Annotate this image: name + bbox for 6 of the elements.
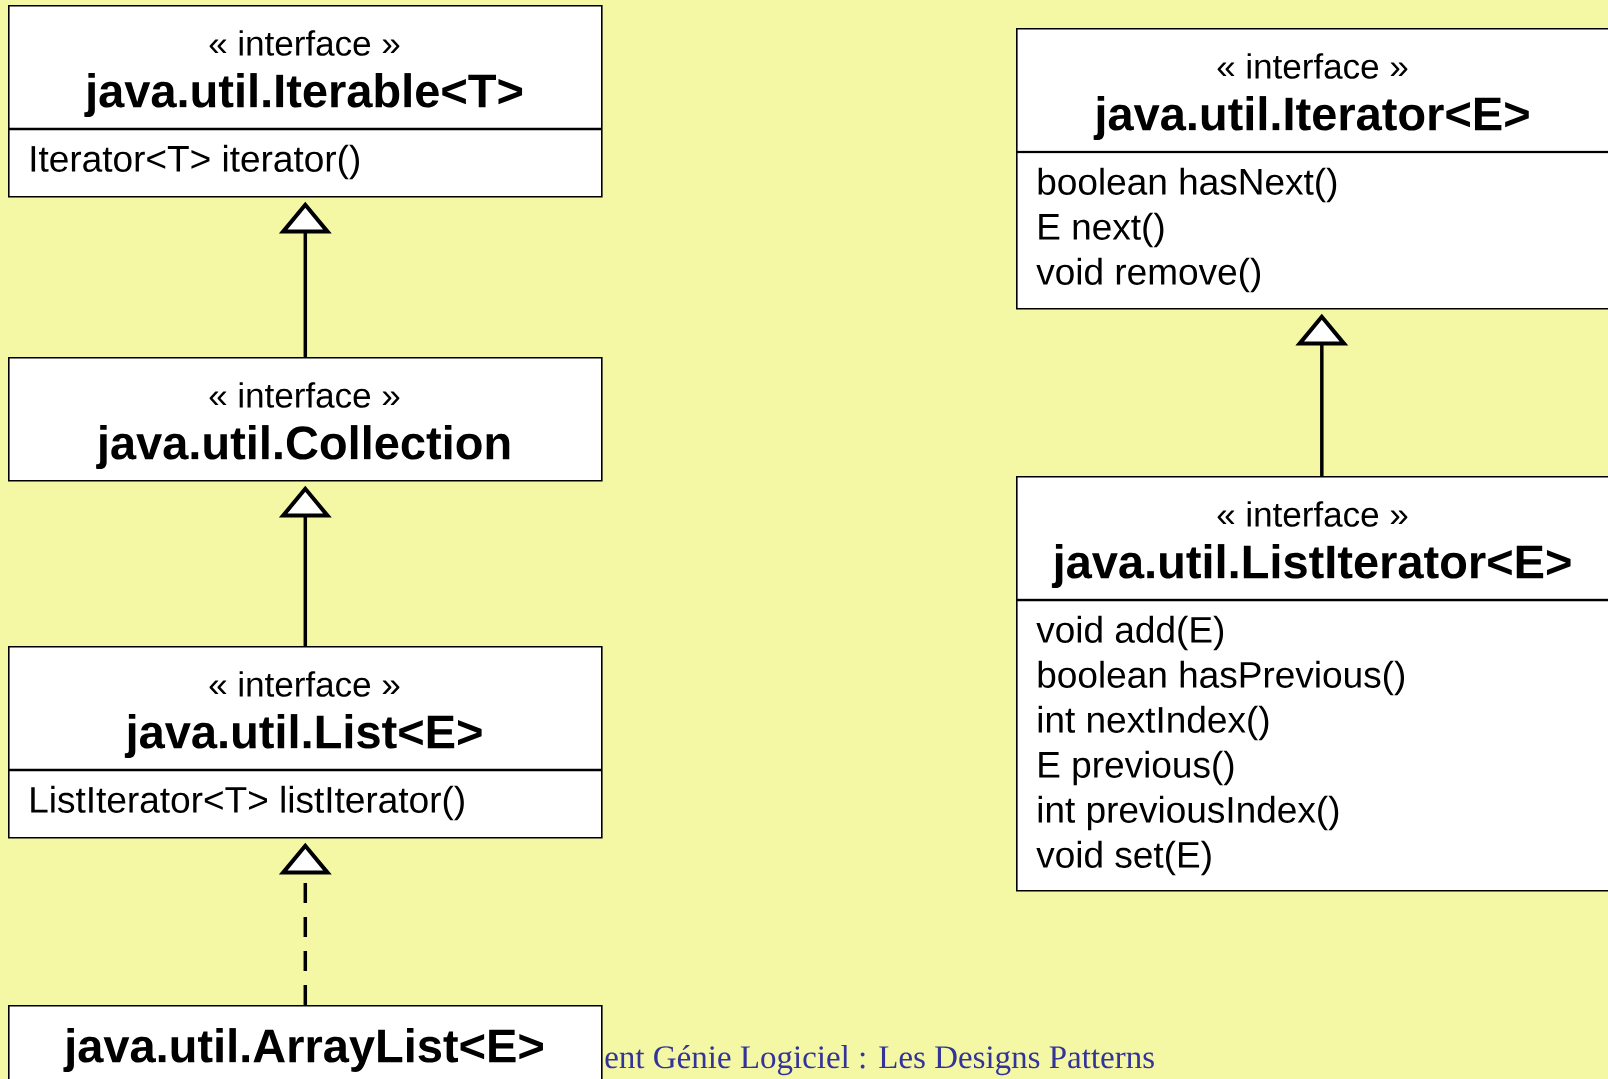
class-box: « interface » java.util.Collection bbox=[8, 357, 603, 482]
class-box: java.util.ArrayList<E> bbox=[8, 1005, 603, 1079]
class-box: « interface » java.util.Iterator<E> boolean hasNext() E next() void remove() bbox=[1016, 28, 1608, 310]
class-box: « interface » java.util.List<E> ListIterator<T> listIterator() bbox=[8, 646, 603, 839]
class-box: « interface » java.util.Iterable<T> Iterator<T> iterator() bbox=[8, 5, 603, 198]
class-box: « interface » java.util.ListIterator<E> void add(E) boolean hasPrevious() int nextIndex() E previous() int previousIndex() void set(E) bbox=[1016, 476, 1608, 892]
